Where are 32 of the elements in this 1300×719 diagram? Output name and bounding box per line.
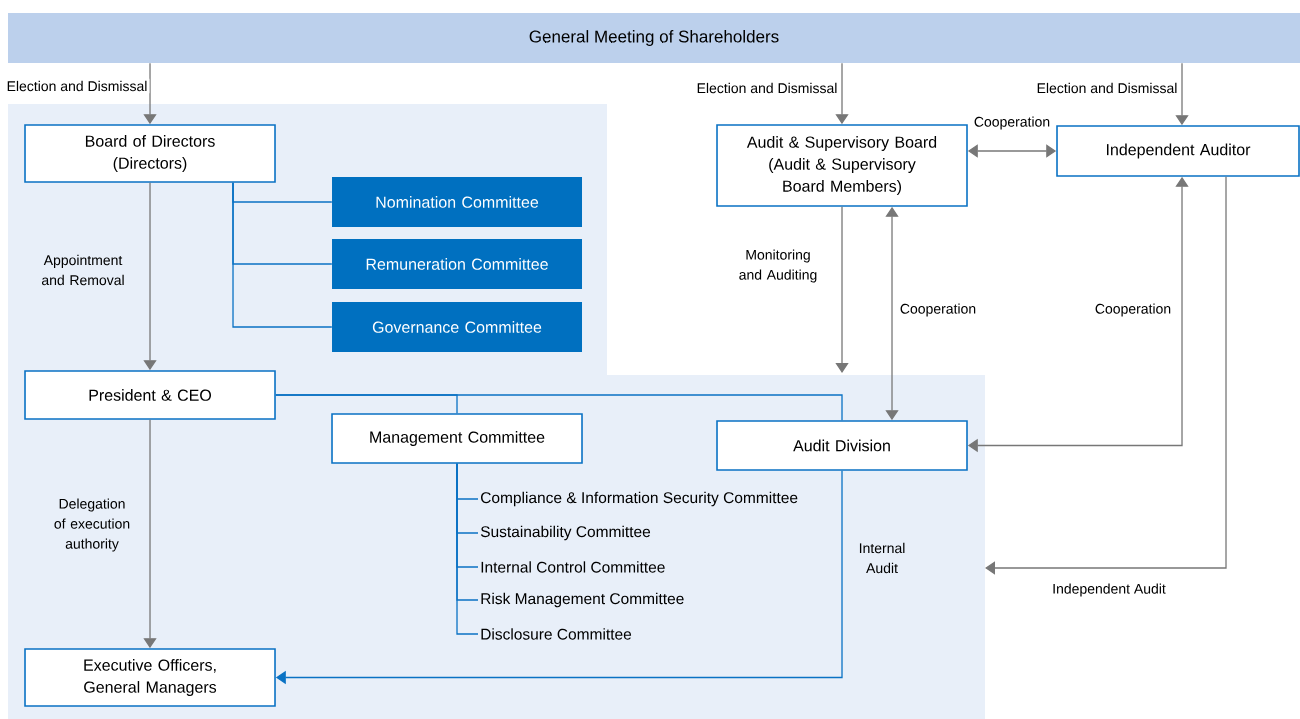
arrow — [835, 206, 849, 373]
committee-box: Nomination Committee — [332, 177, 582, 227]
process-box: President & CEO — [24, 370, 276, 420]
committee-label: Sustainability Committee — [480, 525, 651, 541]
connector-line — [456, 463, 479, 635]
edge-label: Internal Audit — [850, 540, 914, 576]
edge-label: Cooperation — [971, 114, 1053, 132]
edge-label: Cooperation — [1092, 301, 1174, 319]
edge-label: Monitoring and Auditing — [728, 247, 828, 285]
edge-label: Election and Dismissal — [1034, 80, 1180, 96]
edge-label: Election and Dismissal — [4, 78, 150, 94]
header-band: General Meeting of Shareholders — [8, 13, 1300, 63]
committee-label: Internal Control Committee — [481, 561, 665, 573]
process-box: Executive Officers, General Managers — [24, 648, 276, 707]
process-box: Audit Division — [716, 420, 968, 471]
committee-label: Risk Management Committee — [481, 592, 684, 608]
process-box: Audit & Supervisory Board (Audit & Supervisory Board Members) — [716, 124, 968, 207]
edge-label: Independent Audit — [1050, 581, 1168, 599]
committee-label: Compliance & Information Security Committee — [481, 491, 798, 507]
edge-label: Delegation of execution authority — [44, 496, 140, 554]
committee-box: Governance Committee — [332, 302, 582, 352]
edge-label: Appointment and Removal — [31, 252, 135, 288]
edge-label: Election and Dismissal — [694, 80, 840, 96]
edge-label: Cooperation — [897, 301, 979, 319]
connector-line — [275, 394, 843, 421]
committee-box: Remuneration Committee — [332, 239, 582, 289]
process-box: Board of Directors (Directors) — [24, 124, 276, 183]
process-box: Management Committee — [331, 413, 583, 464]
committee-label: Disclosure Committee — [481, 628, 632, 640]
arrow — [985, 176, 1227, 575]
connector-line — [232, 182, 333, 328]
process-box: Independent Auditor — [1056, 125, 1300, 177]
